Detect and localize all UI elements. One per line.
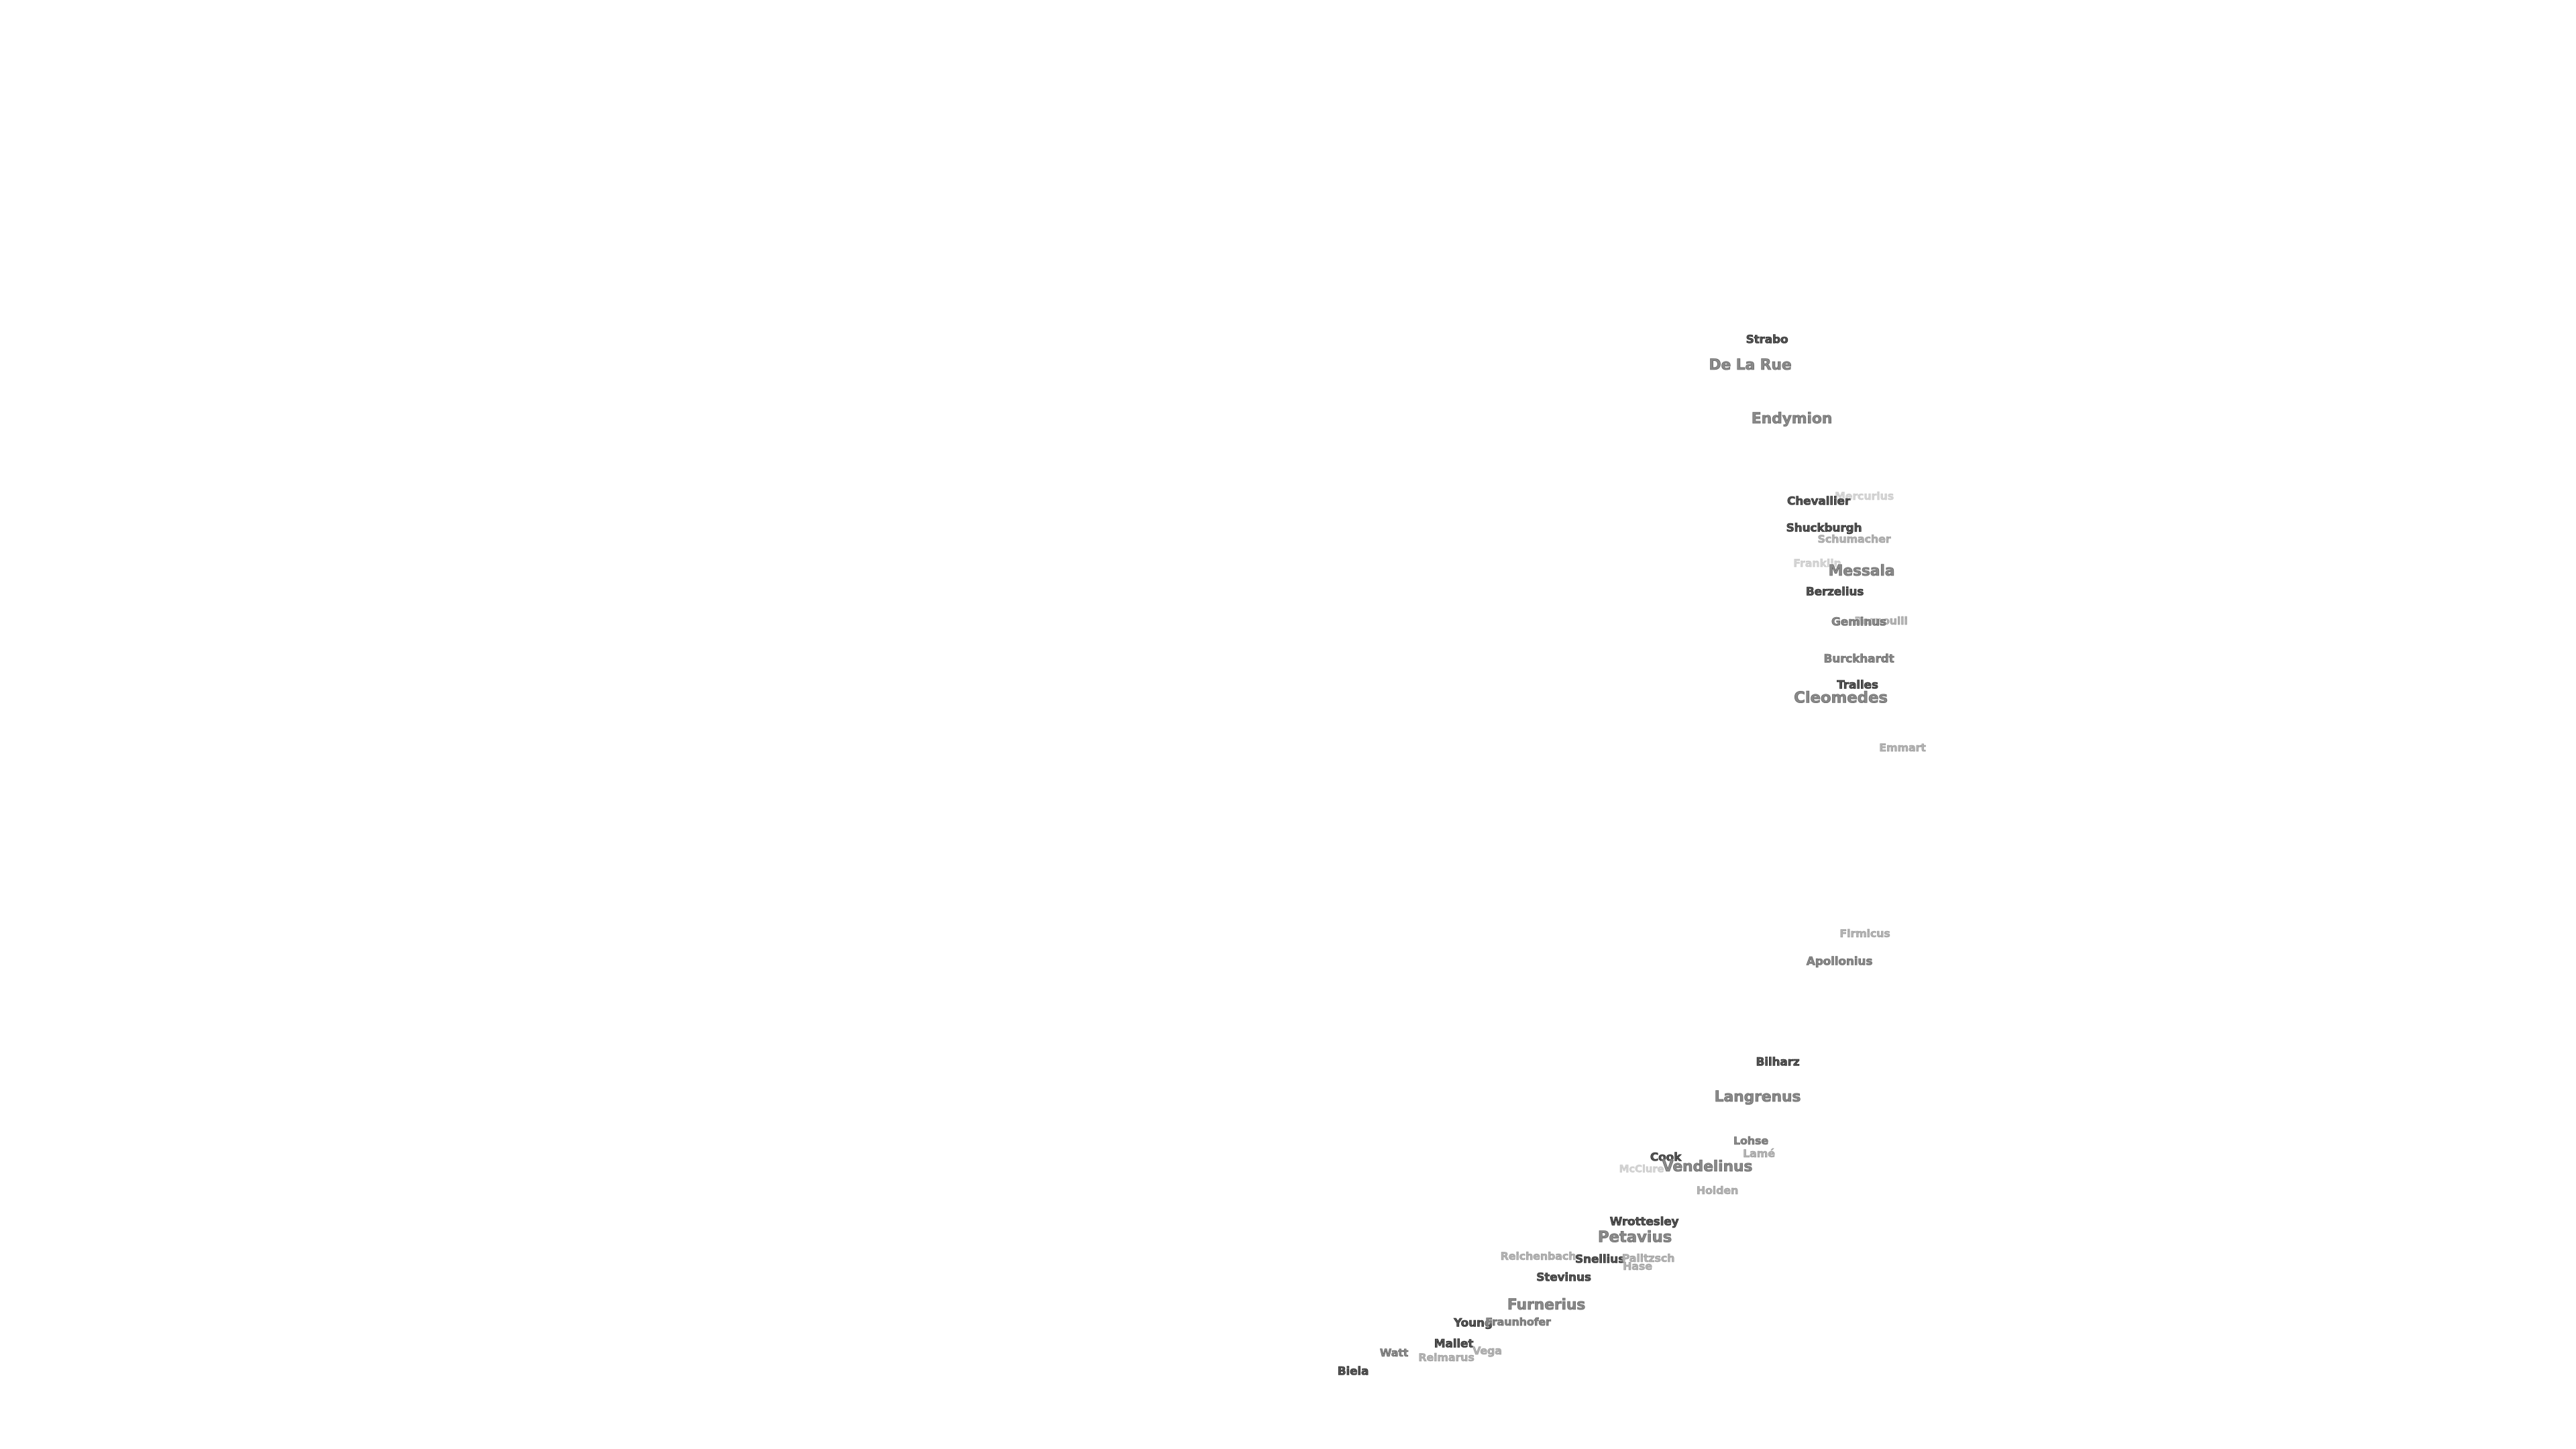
label-cook: Cook bbox=[1650, 1150, 1682, 1165]
label-endymion: Endymion bbox=[1751, 411, 1833, 427]
label-burckhardt: Burckhardt bbox=[1823, 652, 1894, 666]
label-bilharz: Bilharz bbox=[1756, 1055, 1800, 1069]
label-de-la-rue: De La Rue bbox=[1709, 357, 1792, 374]
label-young: Young bbox=[1454, 1316, 1493, 1330]
label-snellius: Snellius bbox=[1575, 1252, 1625, 1267]
label-apollonius: Apollonius bbox=[1806, 955, 1873, 969]
label-hase: Hase bbox=[1623, 1260, 1652, 1273]
label-biela: Biela bbox=[1337, 1364, 1369, 1379]
label-cleomedes: Cleomedes bbox=[1794, 689, 1888, 707]
label-mallet: Mallet bbox=[1434, 1337, 1474, 1351]
label-furnerius: Furnerius bbox=[1507, 1297, 1586, 1313]
label-vega: Vega bbox=[1472, 1344, 1503, 1357]
label-vendelinus: Vendelinus bbox=[1662, 1159, 1753, 1175]
label-emmart: Emmart bbox=[1879, 741, 1926, 754]
label-reichenbach: Reichenbach bbox=[1500, 1250, 1576, 1263]
label-messala: Messala bbox=[1828, 563, 1895, 580]
label-watt: Watt bbox=[1379, 1346, 1409, 1359]
label-schumacher: Schumacher bbox=[1817, 533, 1891, 545]
label-fraunhofer: Fraunhofer bbox=[1485, 1316, 1551, 1328]
label-tralles: Tralles bbox=[1837, 678, 1878, 692]
label-berzelius: Berzelius bbox=[1805, 585, 1864, 599]
label-stevinus: Stevinus bbox=[1536, 1271, 1591, 1285]
label-bernoulli: Bernoulli bbox=[1854, 614, 1908, 627]
label-mcclure: McClure bbox=[1619, 1163, 1664, 1175]
label-reimarus: Reimarus bbox=[1418, 1351, 1474, 1364]
label-lame: Lamé bbox=[1743, 1147, 1775, 1160]
label-firmicus: Firmicus bbox=[1839, 927, 1890, 940]
label-mercurius: Mercurius bbox=[1834, 490, 1894, 502]
label-langrenus: Langrenus bbox=[1714, 1089, 1801, 1106]
label-geminus: Geminus bbox=[1831, 615, 1887, 629]
label-holden: Holden bbox=[1696, 1184, 1739, 1197]
label-lohse: Lohse bbox=[1733, 1134, 1769, 1147]
label-shuckburgh: Shuckburgh bbox=[1786, 521, 1862, 535]
label-franklin: Franklin bbox=[1793, 557, 1841, 570]
label-wrottesley: Wrottesley bbox=[1609, 1215, 1679, 1229]
label-petavius: Petavius bbox=[1597, 1228, 1672, 1246]
label-chevallier: Chevallier bbox=[1786, 494, 1851, 508]
label-palitzsch: Palitzsch bbox=[1621, 1252, 1675, 1265]
label-strabo: Strabo bbox=[1746, 333, 1788, 347]
